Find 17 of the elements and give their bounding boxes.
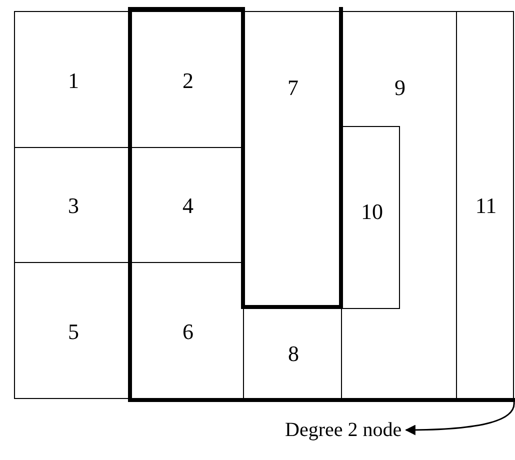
region-number: 6 xyxy=(182,320,194,344)
region-number: 4 xyxy=(182,194,194,218)
region-box xyxy=(14,11,131,148)
annotation-text: Degree 2 node xyxy=(285,419,402,441)
region-box xyxy=(14,262,131,399)
region-number: 11 xyxy=(475,194,497,218)
leader-arrow xyxy=(404,402,515,436)
region-number: 9 xyxy=(394,76,406,100)
region-number: 7 xyxy=(288,76,298,100)
region-box xyxy=(342,126,400,309)
region-number: 10 xyxy=(361,200,383,224)
region-number: 1 xyxy=(68,68,79,92)
region-number: 3 xyxy=(68,194,79,218)
region-number: 8 xyxy=(288,342,299,366)
region-number: 5 xyxy=(68,320,79,344)
region-box xyxy=(456,11,514,399)
region-number: 2 xyxy=(182,68,194,92)
